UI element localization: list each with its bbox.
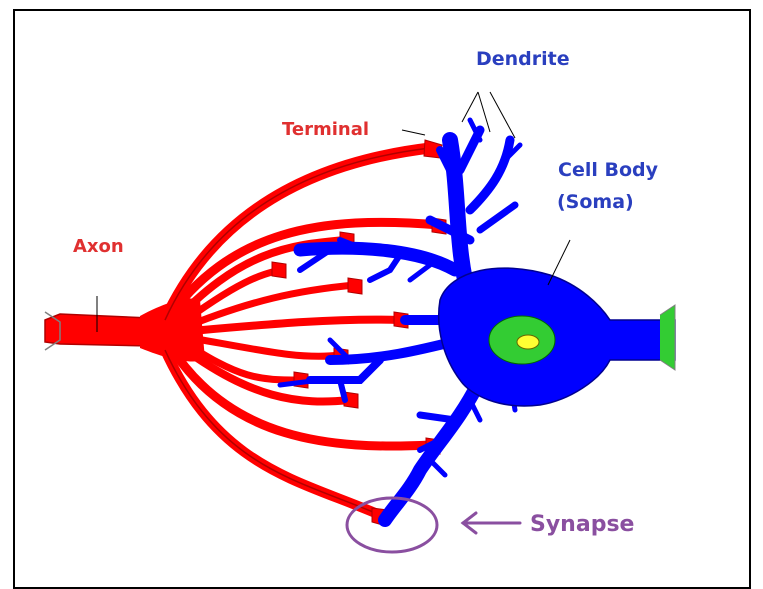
axon-branches <box>165 148 440 515</box>
synapse-label: Synapse <box>530 512 634 537</box>
cell-body <box>439 268 675 406</box>
axon-label: Axon <box>73 236 124 257</box>
terminal-leader <box>402 130 425 135</box>
dendrite-label: Dendrite <box>476 48 570 70</box>
cell-body-label: Cell Body <box>558 159 659 181</box>
terminal-label: Terminal <box>282 119 369 140</box>
right-axon-end <box>660 305 675 370</box>
nucleolus <box>517 335 539 349</box>
synapse-arrow <box>463 513 520 533</box>
axon <box>45 140 446 526</box>
dendrite-leader-3 <box>490 92 515 138</box>
neuron-diagram: Dendrite Terminal Axon Cell Body (Soma) … <box>0 0 763 574</box>
soma-label: (Soma) <box>557 191 634 213</box>
